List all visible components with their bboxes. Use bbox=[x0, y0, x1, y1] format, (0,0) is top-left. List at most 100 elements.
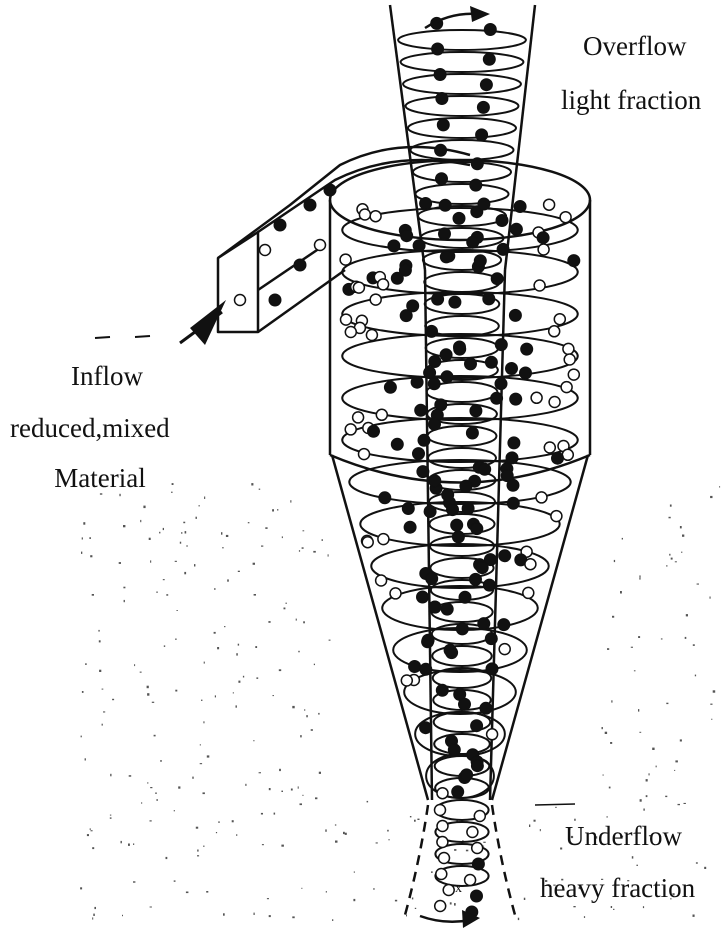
apex-right-dashed bbox=[492, 805, 515, 915]
heavy-particle bbox=[544, 442, 555, 453]
speckle-dot bbox=[262, 844, 264, 845]
light-particle bbox=[402, 503, 414, 515]
heavy-particle bbox=[341, 314, 352, 325]
speckle-dot bbox=[609, 787, 611, 789]
speckle-dot bbox=[671, 558, 673, 560]
heavy-particle bbox=[437, 788, 448, 799]
underflow-title: Underflow bbox=[565, 820, 682, 852]
light-particle bbox=[466, 427, 478, 439]
light-particle bbox=[510, 223, 522, 235]
light-particle bbox=[461, 769, 473, 781]
heavy-particle bbox=[436, 869, 447, 880]
speckle-dot bbox=[253, 563, 255, 565]
speckle-dot bbox=[197, 850, 198, 852]
speckle-dot bbox=[388, 839, 389, 840]
light-particle bbox=[568, 255, 580, 267]
light-particle bbox=[420, 722, 432, 734]
light-particle bbox=[495, 339, 507, 351]
heavy-particle bbox=[568, 369, 579, 380]
light-particle bbox=[480, 79, 492, 91]
speckle-dot bbox=[99, 640, 101, 642]
inner-vortex-ring bbox=[410, 140, 513, 160]
speckle-dot bbox=[90, 828, 91, 830]
heavy-particle bbox=[370, 294, 381, 305]
light-particle bbox=[453, 212, 465, 224]
speckle-dot bbox=[326, 891, 327, 893]
speckle-dot bbox=[332, 919, 333, 921]
light-particle bbox=[413, 448, 425, 460]
light-particle bbox=[465, 358, 477, 370]
speckle-dot bbox=[693, 644, 695, 646]
speckle-dot bbox=[311, 729, 313, 731]
speckle-dot bbox=[343, 832, 345, 834]
light-particle bbox=[420, 198, 432, 210]
speckle-dot bbox=[203, 792, 205, 794]
light-particle bbox=[471, 720, 483, 732]
speckle-dot bbox=[666, 565, 667, 566]
light-particle bbox=[476, 129, 488, 141]
speckle-dot bbox=[711, 719, 712, 720]
speckle-dot bbox=[259, 489, 261, 490]
heavy-particle bbox=[554, 314, 565, 325]
speckle-dot bbox=[303, 530, 305, 531]
speckle-dot bbox=[322, 539, 324, 541]
speckle-dot bbox=[643, 906, 644, 908]
speckle-dot bbox=[680, 739, 682, 741]
speckle-dot bbox=[639, 732, 641, 733]
vortex-spirals bbox=[342, 30, 578, 886]
speckle-dot bbox=[638, 709, 639, 712]
heavy-particle bbox=[315, 240, 326, 251]
speckle-dot bbox=[335, 841, 338, 843]
light-particle bbox=[442, 489, 454, 501]
speckle-dot bbox=[166, 857, 168, 859]
speckle-dot bbox=[177, 610, 178, 611]
speckle-dot bbox=[675, 561, 677, 562]
speckle-dot bbox=[610, 742, 612, 744]
light-particle bbox=[454, 341, 466, 353]
light-particle bbox=[417, 591, 429, 603]
speckle-dot bbox=[669, 554, 670, 556]
heavy-particle bbox=[340, 254, 351, 265]
speckle-dot bbox=[92, 594, 94, 596]
heavy-particle bbox=[549, 397, 560, 408]
light-particle bbox=[428, 378, 440, 390]
heavy-particle bbox=[235, 295, 246, 306]
speckle-dot bbox=[611, 906, 612, 908]
speckle-dot bbox=[174, 880, 176, 881]
heavy-particle bbox=[390, 588, 401, 599]
speckle-dot bbox=[290, 500, 291, 502]
speckle-dot bbox=[180, 542, 181, 544]
speckle-dot bbox=[200, 744, 201, 745]
heavy-particle bbox=[534, 280, 545, 291]
speckle-dot bbox=[186, 545, 187, 546]
heavy-particle bbox=[435, 901, 446, 912]
speckle-dot bbox=[185, 531, 187, 533]
speckle-dot bbox=[325, 829, 326, 831]
speckle-dot bbox=[719, 486, 720, 487]
heavy-particle bbox=[401, 675, 412, 686]
speckle-dot bbox=[155, 793, 157, 794]
heavy-particle bbox=[437, 821, 448, 832]
heavy-particle bbox=[564, 354, 575, 365]
speckle-dot bbox=[147, 686, 149, 689]
speckle-dot bbox=[196, 517, 197, 519]
speckle-dot bbox=[123, 525, 125, 527]
heavy-particle bbox=[370, 211, 381, 222]
heavy-particle bbox=[345, 424, 356, 435]
speckle-dot bbox=[206, 891, 208, 893]
speckle-dot bbox=[376, 842, 378, 843]
light-particle bbox=[478, 198, 490, 210]
speckle-dot bbox=[110, 815, 111, 816]
light-particle bbox=[424, 506, 436, 518]
light-particle bbox=[418, 434, 430, 446]
light-particle bbox=[417, 466, 429, 478]
speckle-dot bbox=[277, 509, 278, 511]
underflow-dash bbox=[535, 804, 575, 805]
speckle-dot bbox=[178, 786, 180, 788]
speckle-dot bbox=[450, 902, 452, 904]
light-particle bbox=[507, 497, 519, 509]
speckle-dot bbox=[265, 527, 267, 529]
heavy-particle bbox=[536, 492, 547, 503]
speckle-dot bbox=[675, 760, 678, 762]
speckle-dot bbox=[199, 505, 200, 506]
